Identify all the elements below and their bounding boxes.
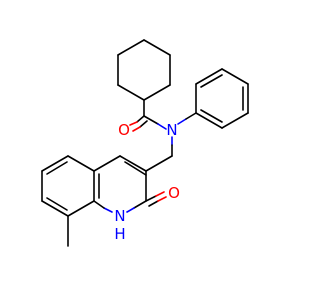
methylene-linker [145, 136, 173, 172]
bond [143, 84, 171, 101]
phenyl-ring [177, 68, 249, 129]
bond [132, 126, 141, 132]
bond [46, 197, 68, 211]
amide-group [129, 99, 167, 132]
bond [145, 195, 157, 202]
bond [133, 200, 147, 209]
bond [177, 118, 187, 125]
bond [221, 112, 249, 129]
bond [41, 155, 69, 172]
bond [124, 161, 147, 176]
structure-canvas: O N O N H [41, 39, 249, 247]
cyclohexane-ring [117, 39, 171, 101]
bond [195, 68, 223, 85]
molecule-structure: O N O N H [41, 39, 249, 247]
bond [143, 39, 171, 56]
bond [117, 84, 145, 101]
bond [145, 155, 173, 172]
bond [46, 161, 68, 175]
lactam-oxygen-label: O [168, 184, 180, 202]
bond [93, 155, 121, 172]
bond [143, 115, 159, 125]
bond [157, 196, 167, 202]
bond [67, 200, 95, 217]
bond [41, 200, 69, 217]
bond [139, 120, 148, 128]
carbonyl-oxygen-label: O [118, 121, 130, 139]
bond [155, 191, 165, 197]
bond [117, 39, 145, 56]
bond [93, 200, 105, 209]
bond [195, 112, 223, 129]
pyridinone-ring [93, 155, 167, 213]
bond [148, 200, 159, 207]
bond [129, 121, 138, 126]
bond [67, 155, 95, 172]
bond [185, 112, 197, 120]
bond [119, 155, 147, 172]
ring-nitrogen-label: N [114, 207, 125, 225]
benzo-ring [41, 155, 100, 247]
bond [136, 115, 145, 123]
bond [126, 207, 135, 213]
amide-nitrogen-label: N [166, 121, 177, 139]
bond [157, 123, 167, 130]
ring-nh-hydrogen-label: H [114, 225, 125, 243]
bond [200, 74, 223, 88]
bond [103, 207, 113, 213]
bond [221, 68, 249, 85]
bond [200, 109, 223, 123]
